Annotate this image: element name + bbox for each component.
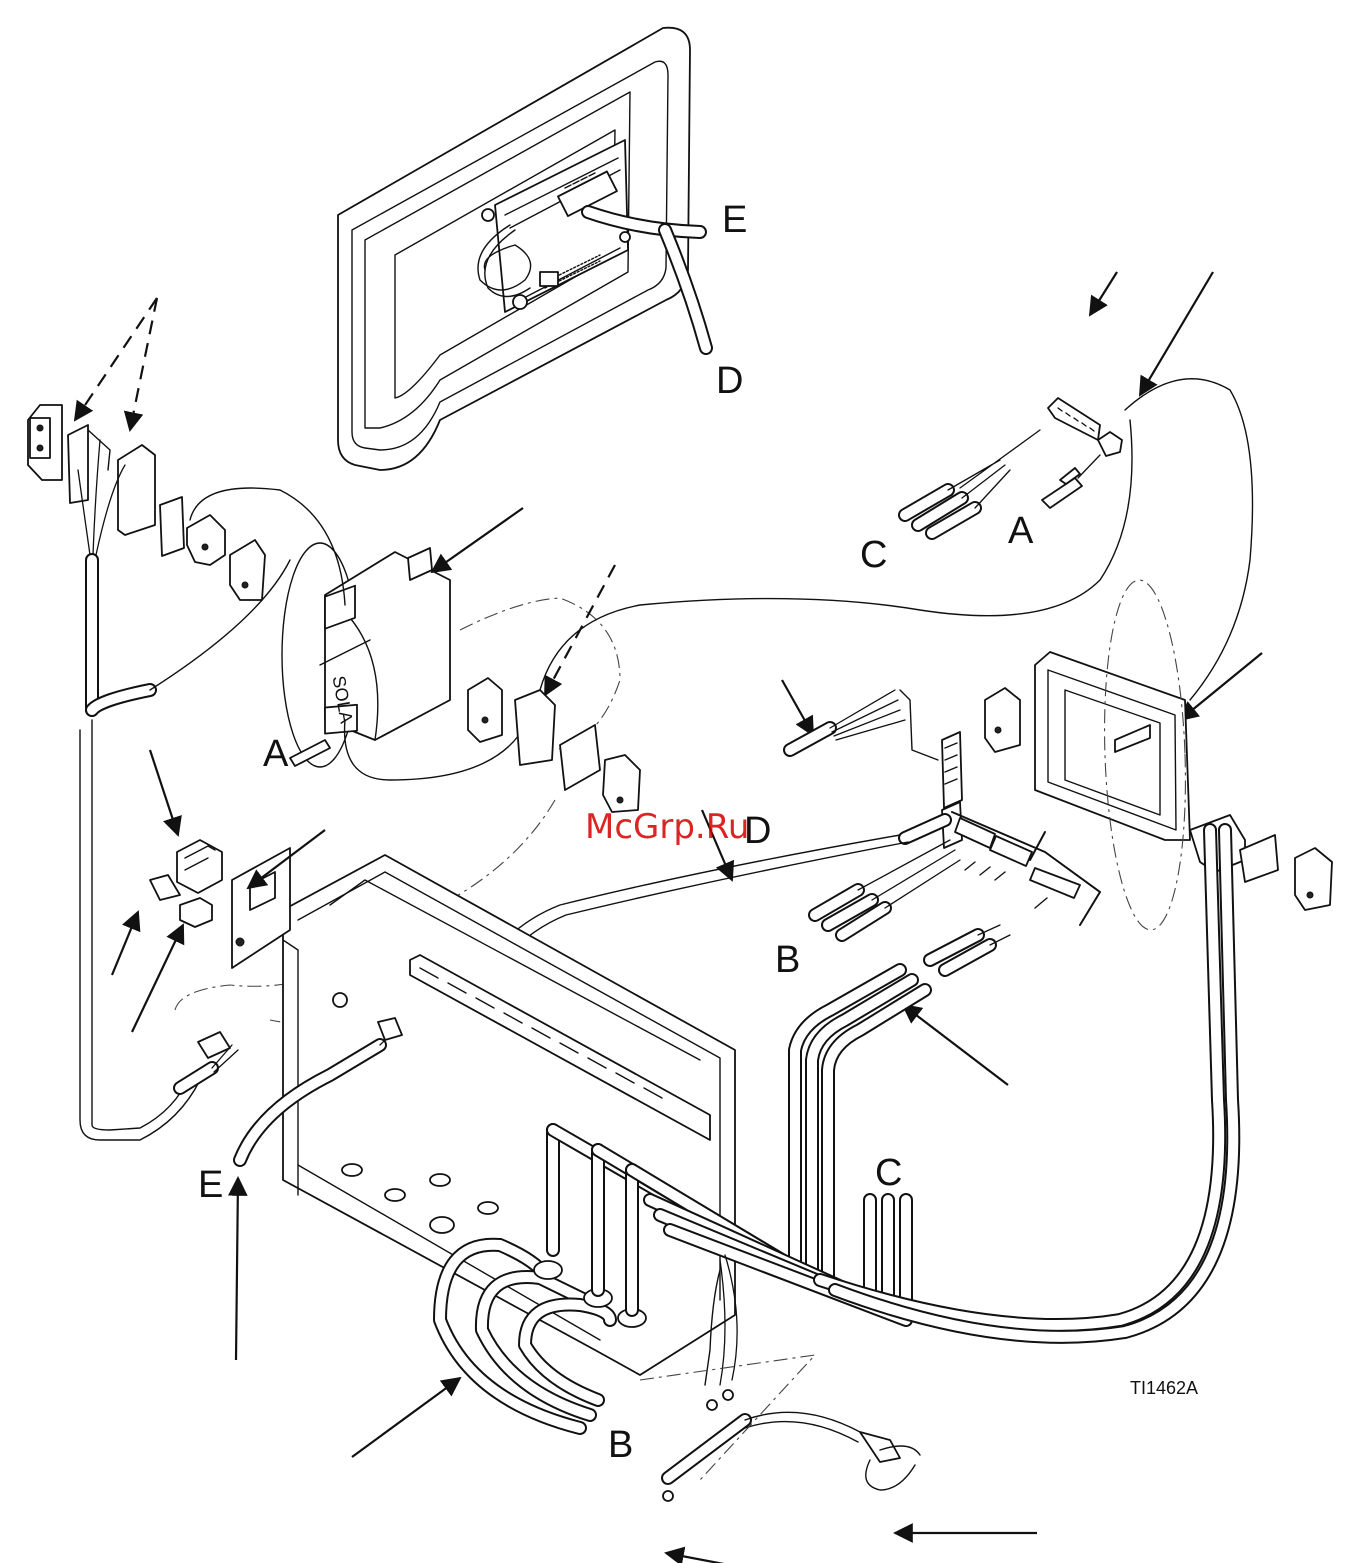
middle-terminal-parts	[468, 565, 640, 812]
callout-a-left: A	[263, 733, 289, 775]
upper-right-connectors	[905, 272, 1213, 533]
callout-c-right: C	[860, 534, 887, 576]
callout-d-top: D	[716, 360, 743, 402]
callout-c-lower: C	[875, 1152, 902, 1194]
callout-b-bottom: B	[608, 1424, 633, 1466]
callout-b-mid: B	[775, 939, 800, 981]
callout-e-lower: E	[198, 1164, 223, 1206]
callout-e-top: E	[722, 199, 747, 241]
callout-a-right: A	[1008, 510, 1034, 552]
left-terminal-parts	[28, 298, 184, 710]
watermark: McGrp.Ru	[585, 807, 749, 847]
reference-code: TI1462A	[1130, 1378, 1198, 1398]
display-panel	[338, 28, 706, 470]
enclosure-box	[283, 855, 735, 1375]
